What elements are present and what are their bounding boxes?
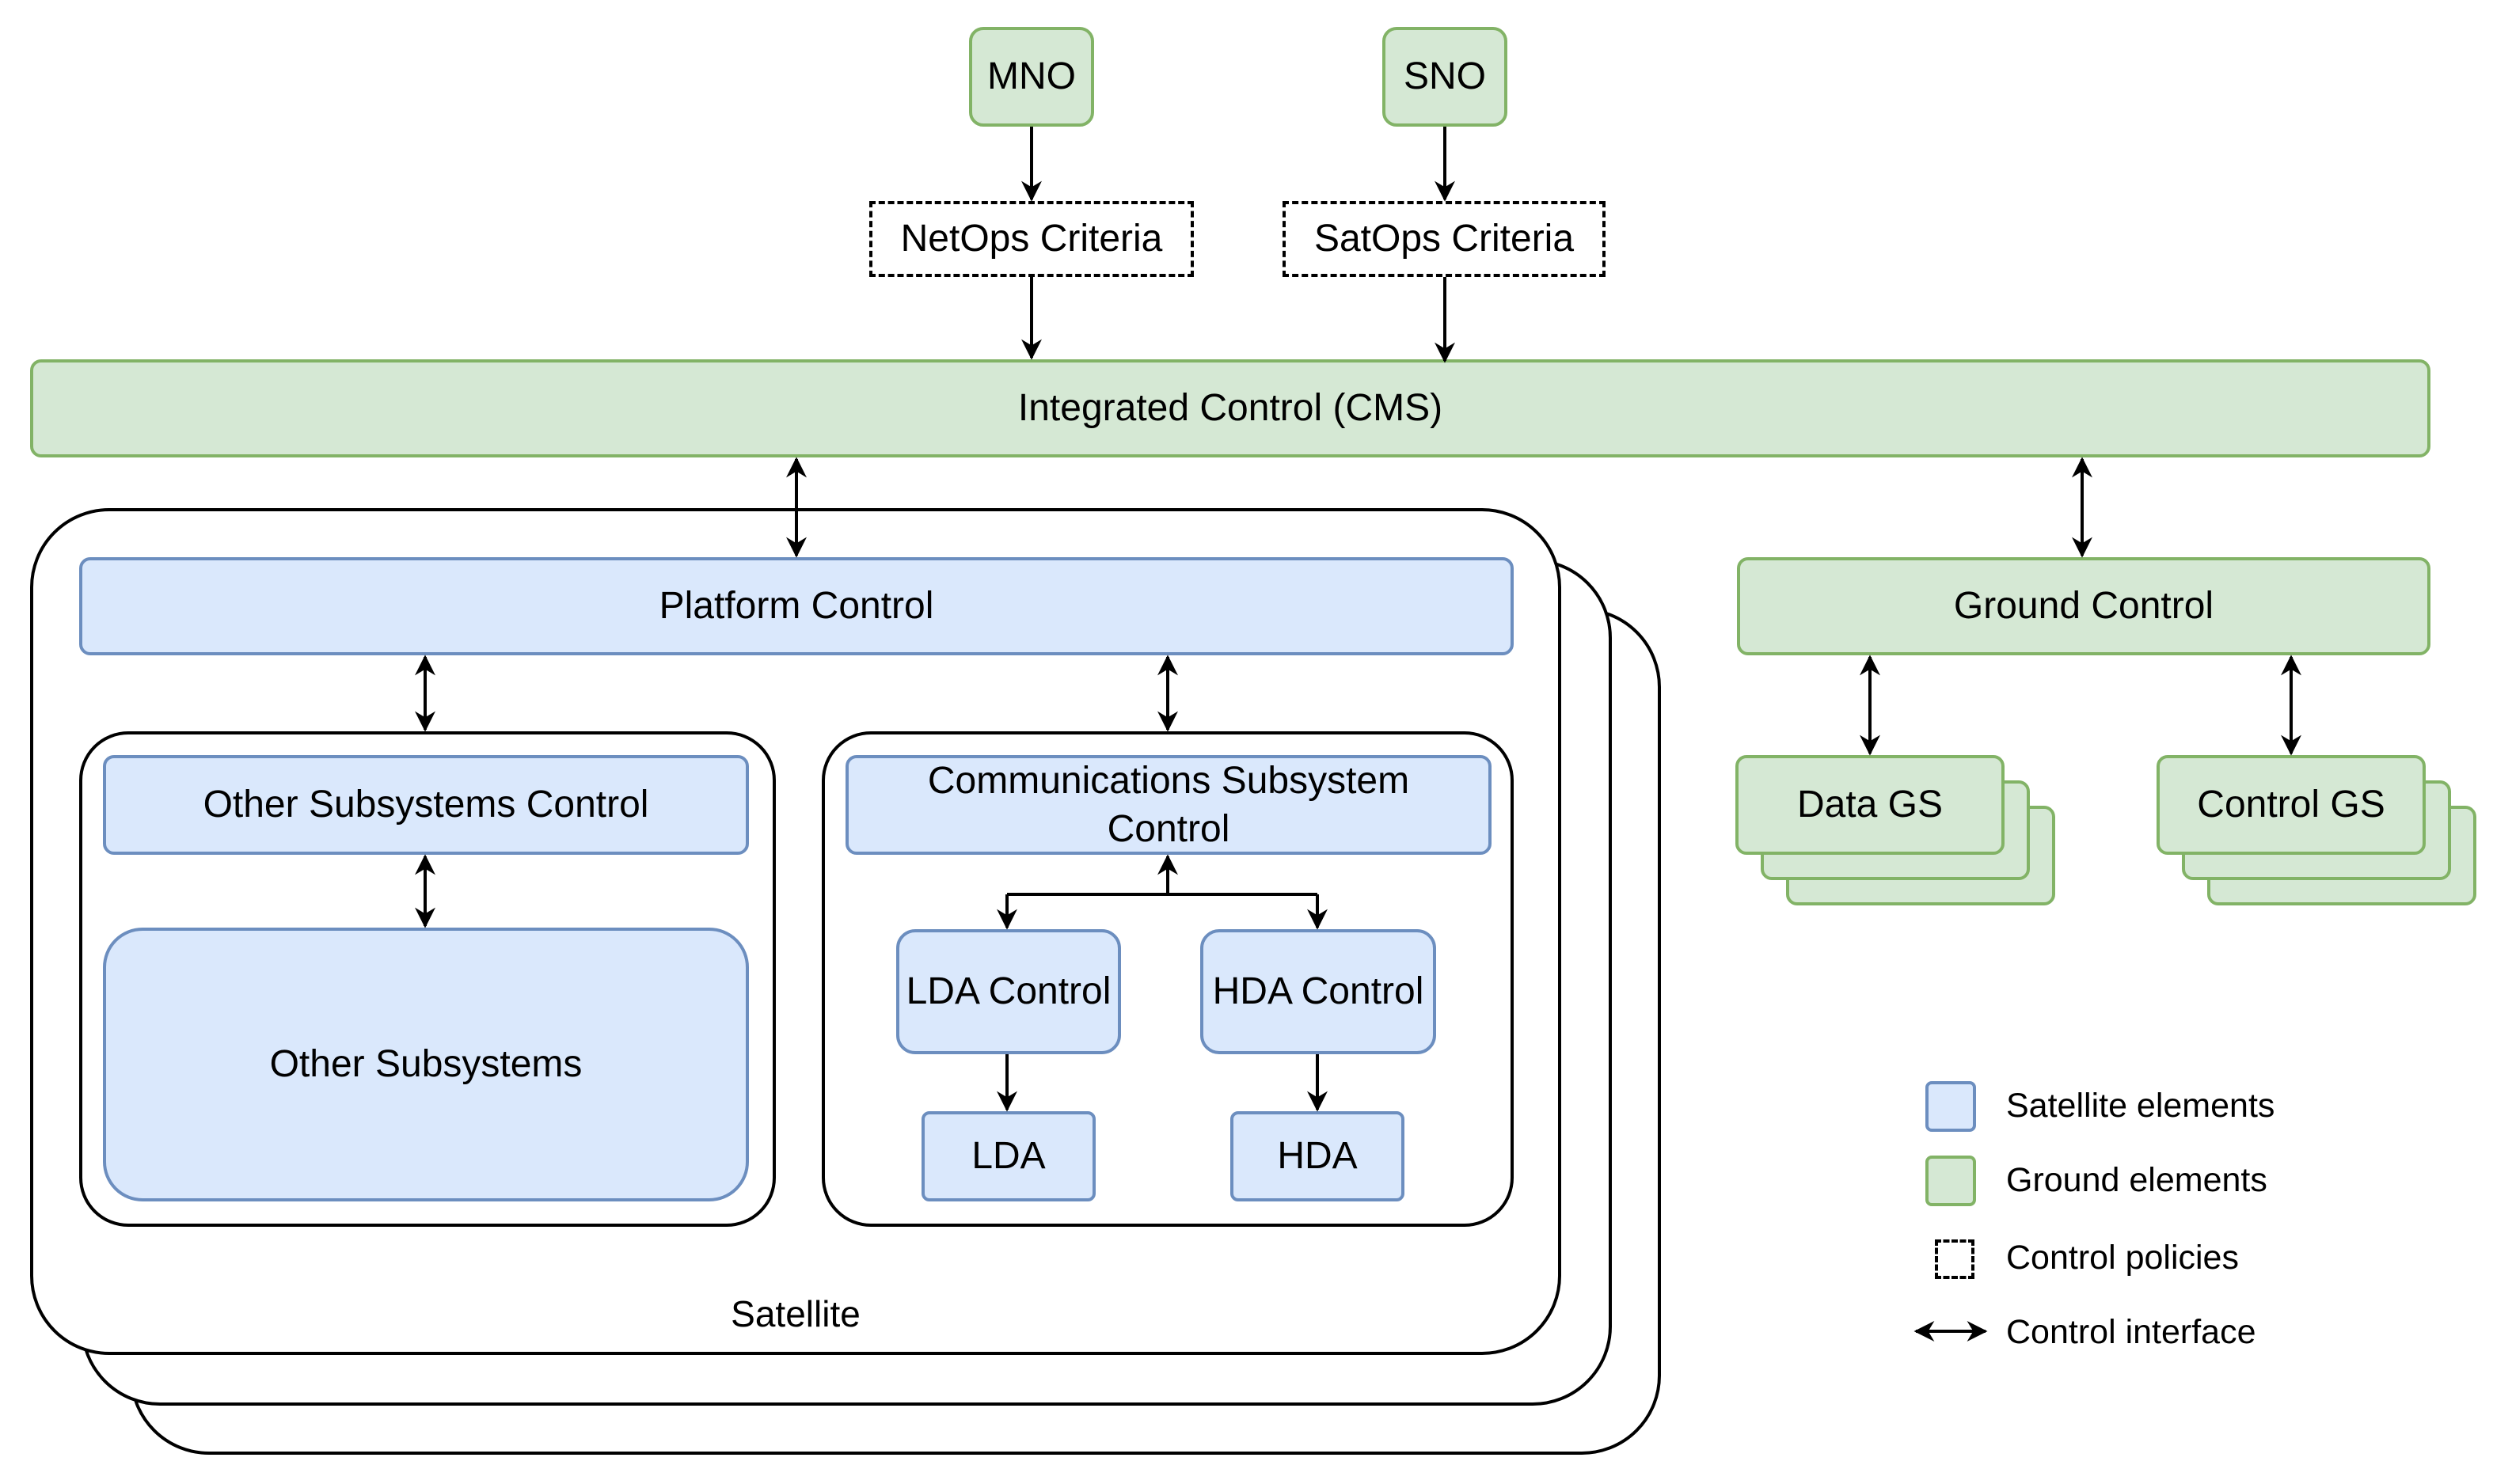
other-subsystems-control-box: Other Subsystems Control [103,755,749,855]
netops-criteria-label: NetOps Criteria [900,218,1163,260]
netops-criteria-box: NetOps Criteria [869,201,1194,277]
communications-control-line2: Control [1107,808,1230,850]
lda-control-label: LDA Control [906,970,1112,1013]
other-subsystems-box: Other Subsystems [103,928,749,1201]
control-gs-box: Control GS [2157,755,2426,855]
lda-box: LDA [922,1111,1096,1201]
sno-box: SNO [1382,27,1507,127]
sno-label: SNO [1403,55,1486,98]
legend-policy-swatch [1935,1239,1974,1279]
legend-satellite-swatch [1925,1081,1976,1132]
lda-label: LDA [971,1135,1046,1178]
lda-control-box: LDA Control [896,929,1121,1054]
platform-control-label: Platform Control [659,585,934,628]
hda-box: HDA [1230,1111,1404,1201]
integrated-control-label: Integrated Control (CMS) [1017,387,1443,430]
hda-label: HDA [1277,1135,1358,1178]
hda-control-label: HDA Control [1212,970,1424,1013]
legend-satellite-label: Satellite elements [2006,1087,2275,1125]
legend-interface-label: Control interface [2006,1313,2256,1351]
other-subsystems-control-label: Other Subsystems Control [203,784,649,826]
control-gs-label: Control GS [2197,784,2385,826]
legend-ground-swatch [1925,1156,1976,1206]
ground-control-box: Ground Control [1737,557,2430,655]
satellite-label: Satellite [731,1293,861,1335]
other-subsystems-label: Other Subsystems [269,1043,583,1086]
communications-control-line1: Communications Subsystem [927,759,1410,802]
mno-box: MNO [969,27,1094,127]
integrated-control-bar: Integrated Control (CMS) [30,359,2430,457]
legend-ground-label: Ground elements [2006,1161,2267,1199]
satops-criteria-label: SatOps Criteria [1313,218,1575,260]
mno-label: MNO [987,55,1076,98]
satops-criteria-box: SatOps Criteria [1283,201,1606,277]
data-gs-label: Data GS [1796,784,1944,826]
communications-subsystem-control-box: Communications Subsystem Control [846,755,1492,855]
data-gs-box: Data GS [1735,755,2005,855]
hda-control-box: HDA Control [1200,929,1436,1054]
ground-control-label: Ground Control [1953,585,2214,628]
legend-policy-label: Control policies [2006,1239,2239,1277]
platform-control-bar: Platform Control [79,557,1514,655]
